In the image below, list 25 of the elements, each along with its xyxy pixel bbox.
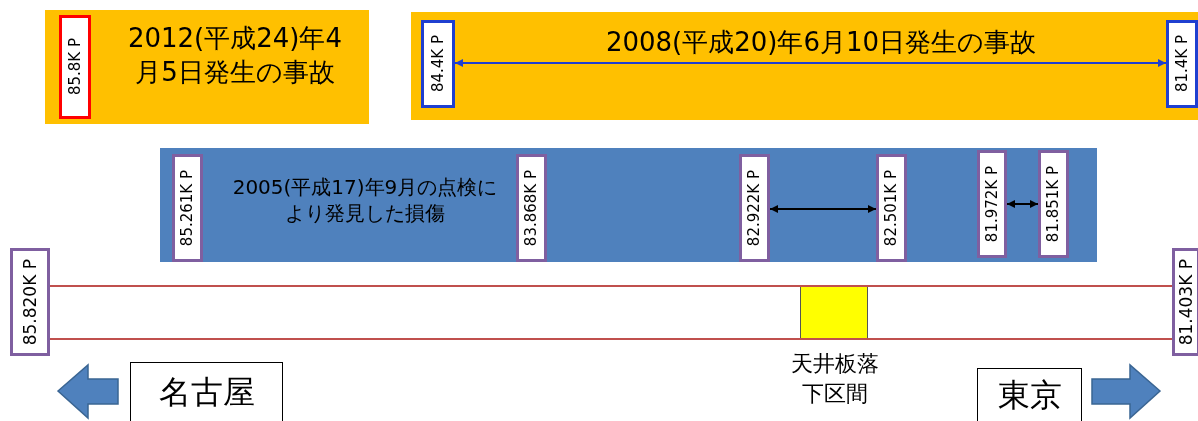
kilometer-post-marker: 82.501K P <box>876 154 907 262</box>
kilometer-post-marker: 83.868K P <box>516 154 547 262</box>
section-caption: 天井板落下区間 <box>790 350 880 408</box>
kilometer-post-marker: 81.972K P <box>977 150 1007 258</box>
double-arrow <box>454 59 1167 67</box>
incident-band <box>411 12 1198 120</box>
kilometer-post-marker: 85.820K P <box>10 248 50 356</box>
kilometer-post-marker: 81.851K P <box>1038 150 1069 258</box>
band-title: 2012(平成24)年4月5日発生の事故 <box>126 22 344 89</box>
kilometer-post-marker: 85.8K P <box>59 15 91 119</box>
double-arrow <box>1006 200 1039 208</box>
city-label: 名古屋 <box>130 362 283 421</box>
kilometer-post-marker: 82.922K P <box>739 154 770 262</box>
rail-line <box>49 285 1173 287</box>
city-label: 東京 <box>977 368 1082 421</box>
kilometer-post-marker: 84.4K P <box>421 20 455 108</box>
double-arrow <box>769 205 877 213</box>
kilometer-post-marker: 81.4K P <box>1166 20 1198 108</box>
band-title: 2008(平成20)年6月10日発生の事故 <box>604 26 1038 59</box>
kilometer-post-marker: 85.261K P <box>172 154 203 262</box>
kilometer-post-marker: 81.403K P <box>1172 248 1198 356</box>
incident-band <box>45 10 369 124</box>
band-title: 2005(平成17)年9月の点検により発見した損傷 <box>231 174 499 226</box>
rail-line <box>49 338 1173 340</box>
inspection-band <box>160 148 1097 262</box>
